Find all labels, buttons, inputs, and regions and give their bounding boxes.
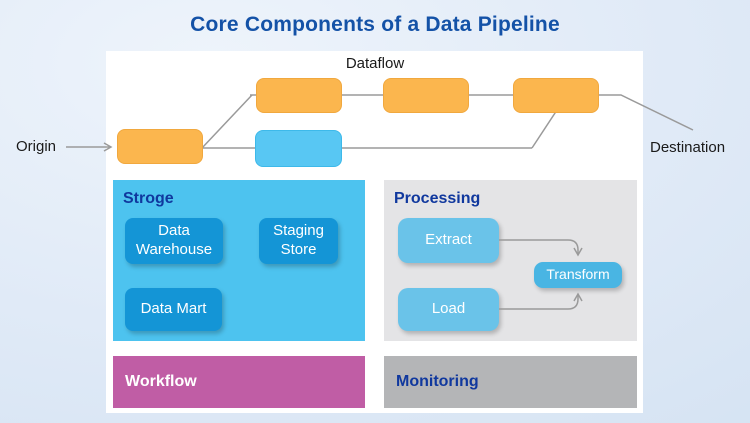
monitoring-panel-title: Monitoring — [396, 373, 479, 390]
origin-label: Origin — [16, 138, 57, 155]
extract-box: Extract — [398, 218, 499, 263]
workflow-panel: Workflow — [113, 356, 365, 408]
dataflow-node-2 — [383, 78, 469, 113]
dataflow-staging-node — [255, 130, 342, 167]
transform-box: Transform — [534, 262, 622, 288]
monitoring-panel: Monitoring — [384, 356, 637, 408]
dataflow-node-3 — [513, 78, 599, 113]
data-mart-box: Data Mart — [125, 288, 222, 331]
workflow-panel-title: Workflow — [125, 373, 197, 390]
destination-label: Destination — [650, 139, 726, 156]
load-box: Load — [398, 288, 499, 331]
storage-panel-title: Stroge — [123, 190, 174, 207]
processing-panel-title: Processing — [394, 190, 481, 207]
data-warehouse-box: Data Warehouse — [125, 218, 223, 264]
staging-store-box: Staging Store — [259, 218, 338, 264]
storage-panel: Stroge Data Warehouse Staging Store Data… — [113, 180, 365, 341]
page-title: Core Components of a Data Pipeline — [190, 13, 560, 36]
processing-panel: Processing Extract Load Transform — [384, 180, 637, 341]
dataflow-label: Dataflow — [345, 55, 405, 72]
origin-node — [117, 129, 203, 164]
dataflow-node-1 — [256, 78, 342, 113]
